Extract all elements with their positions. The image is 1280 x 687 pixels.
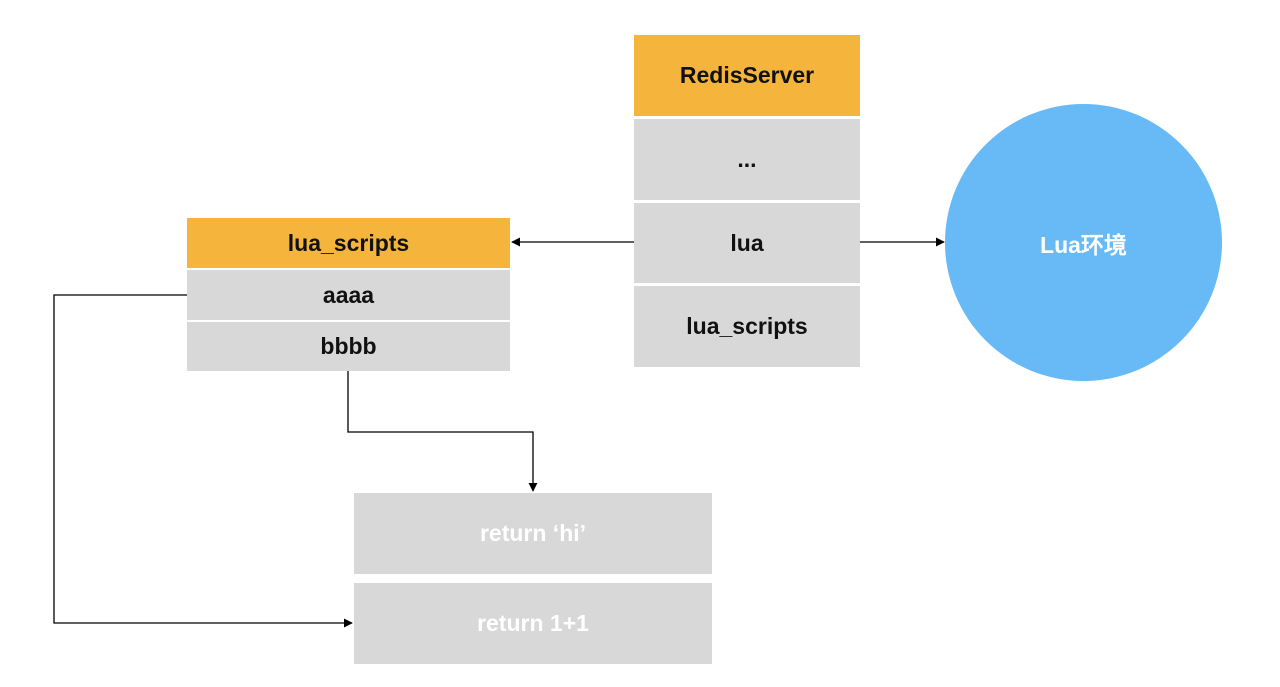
redis-server-row-lua: lua <box>634 203 860 283</box>
lua-environment-label: Lua环境 <box>1040 231 1127 258</box>
redis-server-header: RedisServer <box>634 35 860 116</box>
arrow-bbbb-to-return-hi <box>347 371 538 492</box>
lua-scripts-row-aaaa-label: aaaa <box>322 281 375 308</box>
script-body-sum: return 1+1 <box>354 583 712 664</box>
redis-server-row-ellipsis-label: ... <box>737 146 757 172</box>
script-body-hi: return ‘hi’ <box>354 493 712 574</box>
lua-scripts-header: lua_scripts <box>187 218 510 268</box>
lua-scripts-row-bbbb: bbbb <box>187 322 510 371</box>
script-body-sum-label: return 1+1 <box>477 610 589 636</box>
script-body-hi-label: return ‘hi’ <box>479 520 587 546</box>
lua-scripts-title: lua_scripts <box>287 229 410 256</box>
redis-server-row-lua-scripts: lua_scripts <box>634 286 860 367</box>
arrow-aaaa-to-return-sum <box>53 294 353 628</box>
lua-scripts-row-aaaa: aaaa <box>187 270 510 320</box>
redis-server-row-lua-label: lua <box>730 229 764 256</box>
redis-server-row-lua-scripts-label: lua_scripts <box>686 313 808 339</box>
lua-environment-circle: Lua环境 <box>945 104 1222 381</box>
lua-scripts-row-bbbb-label: bbbb <box>320 333 377 359</box>
redis-server-row-ellipsis: ... <box>634 119 860 200</box>
redis-server-title: RedisServer <box>679 62 815 88</box>
